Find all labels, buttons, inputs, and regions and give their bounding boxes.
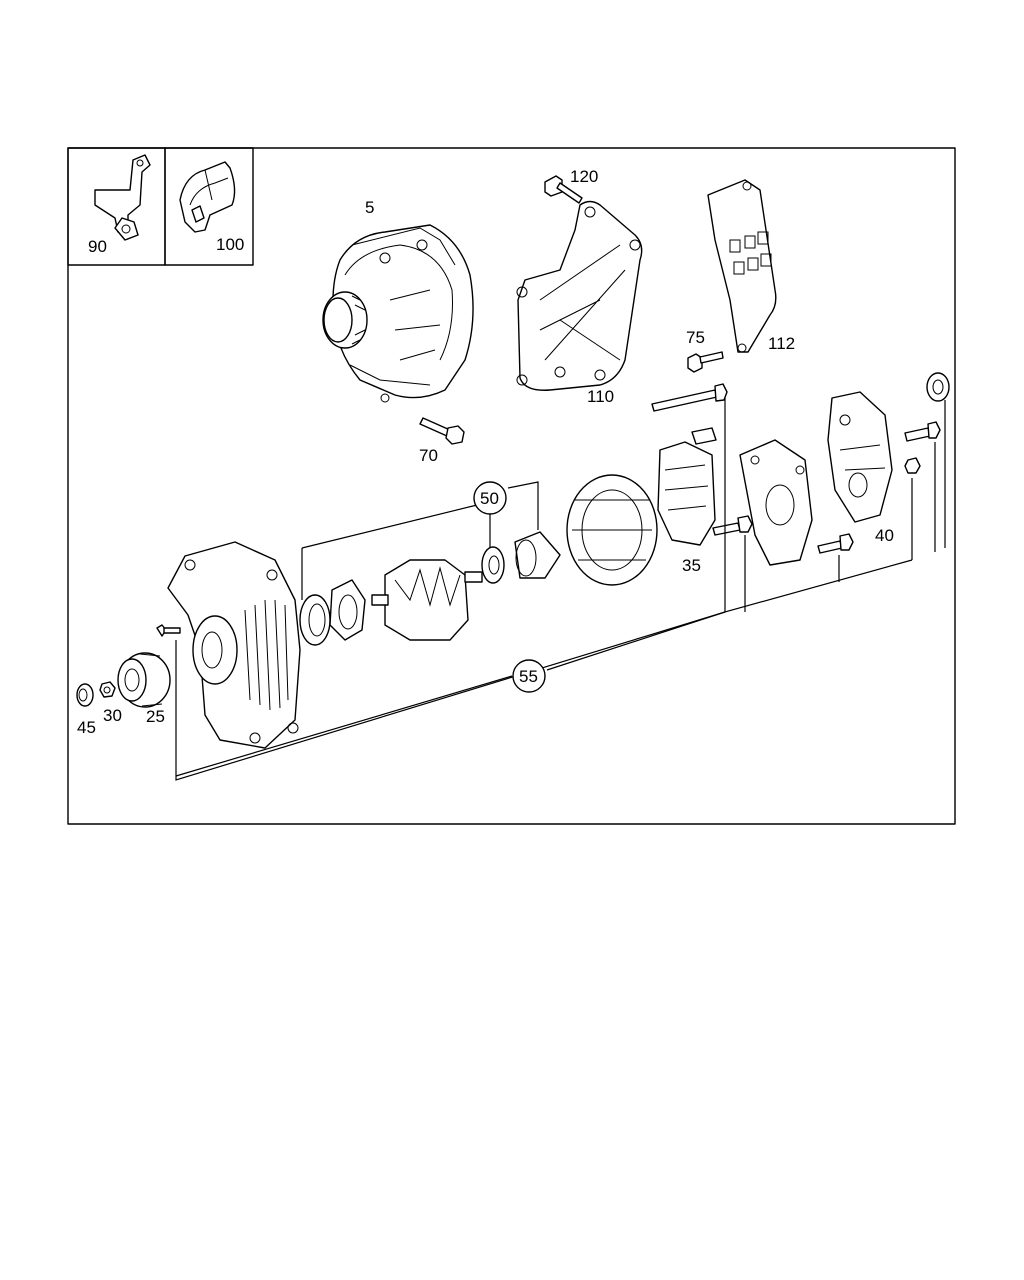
label-25: 25 [146,707,165,726]
stator [566,474,658,586]
pulley-25 [117,652,171,708]
bearing-rear [481,546,505,584]
nut-30 [99,681,116,698]
mounting-bracket-110 [516,200,643,391]
label-110: 110 [587,387,614,406]
rectifier [739,439,813,566]
heat-shield-112 [707,179,777,353]
slip-ring [514,531,561,579]
diagram-frame [67,147,956,825]
cap-45 [76,683,94,707]
regulator-35 [657,427,717,546]
screw-rectifier [817,533,854,554]
label-5: 5 [365,198,374,217]
nut-rear [904,457,921,474]
clip-100-drawing [179,161,236,233]
through-bolt [651,383,728,412]
bolt-75 [687,351,724,373]
bracket-90-drawing [94,154,151,241]
label-35: 35 [682,556,701,575]
callout-circle-50 [473,481,507,515]
retainer-plate [329,579,366,641]
cap-rear [926,372,950,402]
label-40: 40 [875,526,894,545]
bearing-front [299,594,331,646]
label-100: 100 [216,235,244,254]
bolt-rear [904,421,941,442]
label-90: 90 [88,237,107,256]
screw-regulator [712,515,753,536]
screw-front [156,624,181,637]
bolt-70 [419,417,465,445]
alternator-assembly-5 [322,224,474,403]
rear-cover-40 [827,391,893,523]
rotor [371,559,483,641]
label-50: 50 [480,489,499,508]
label-75: 75 [686,328,705,347]
label-30: 30 [103,706,122,725]
label-70: 70 [419,446,438,465]
front-housing [167,541,301,749]
label-45: 45 [77,718,96,737]
inset-box-100 [164,147,254,266]
label-112: 112 [768,334,795,353]
bolt-120 [544,175,583,204]
label-55: 55 [519,667,538,686]
callout-circle-55 [512,659,546,693]
label-120: 120 [570,167,598,186]
